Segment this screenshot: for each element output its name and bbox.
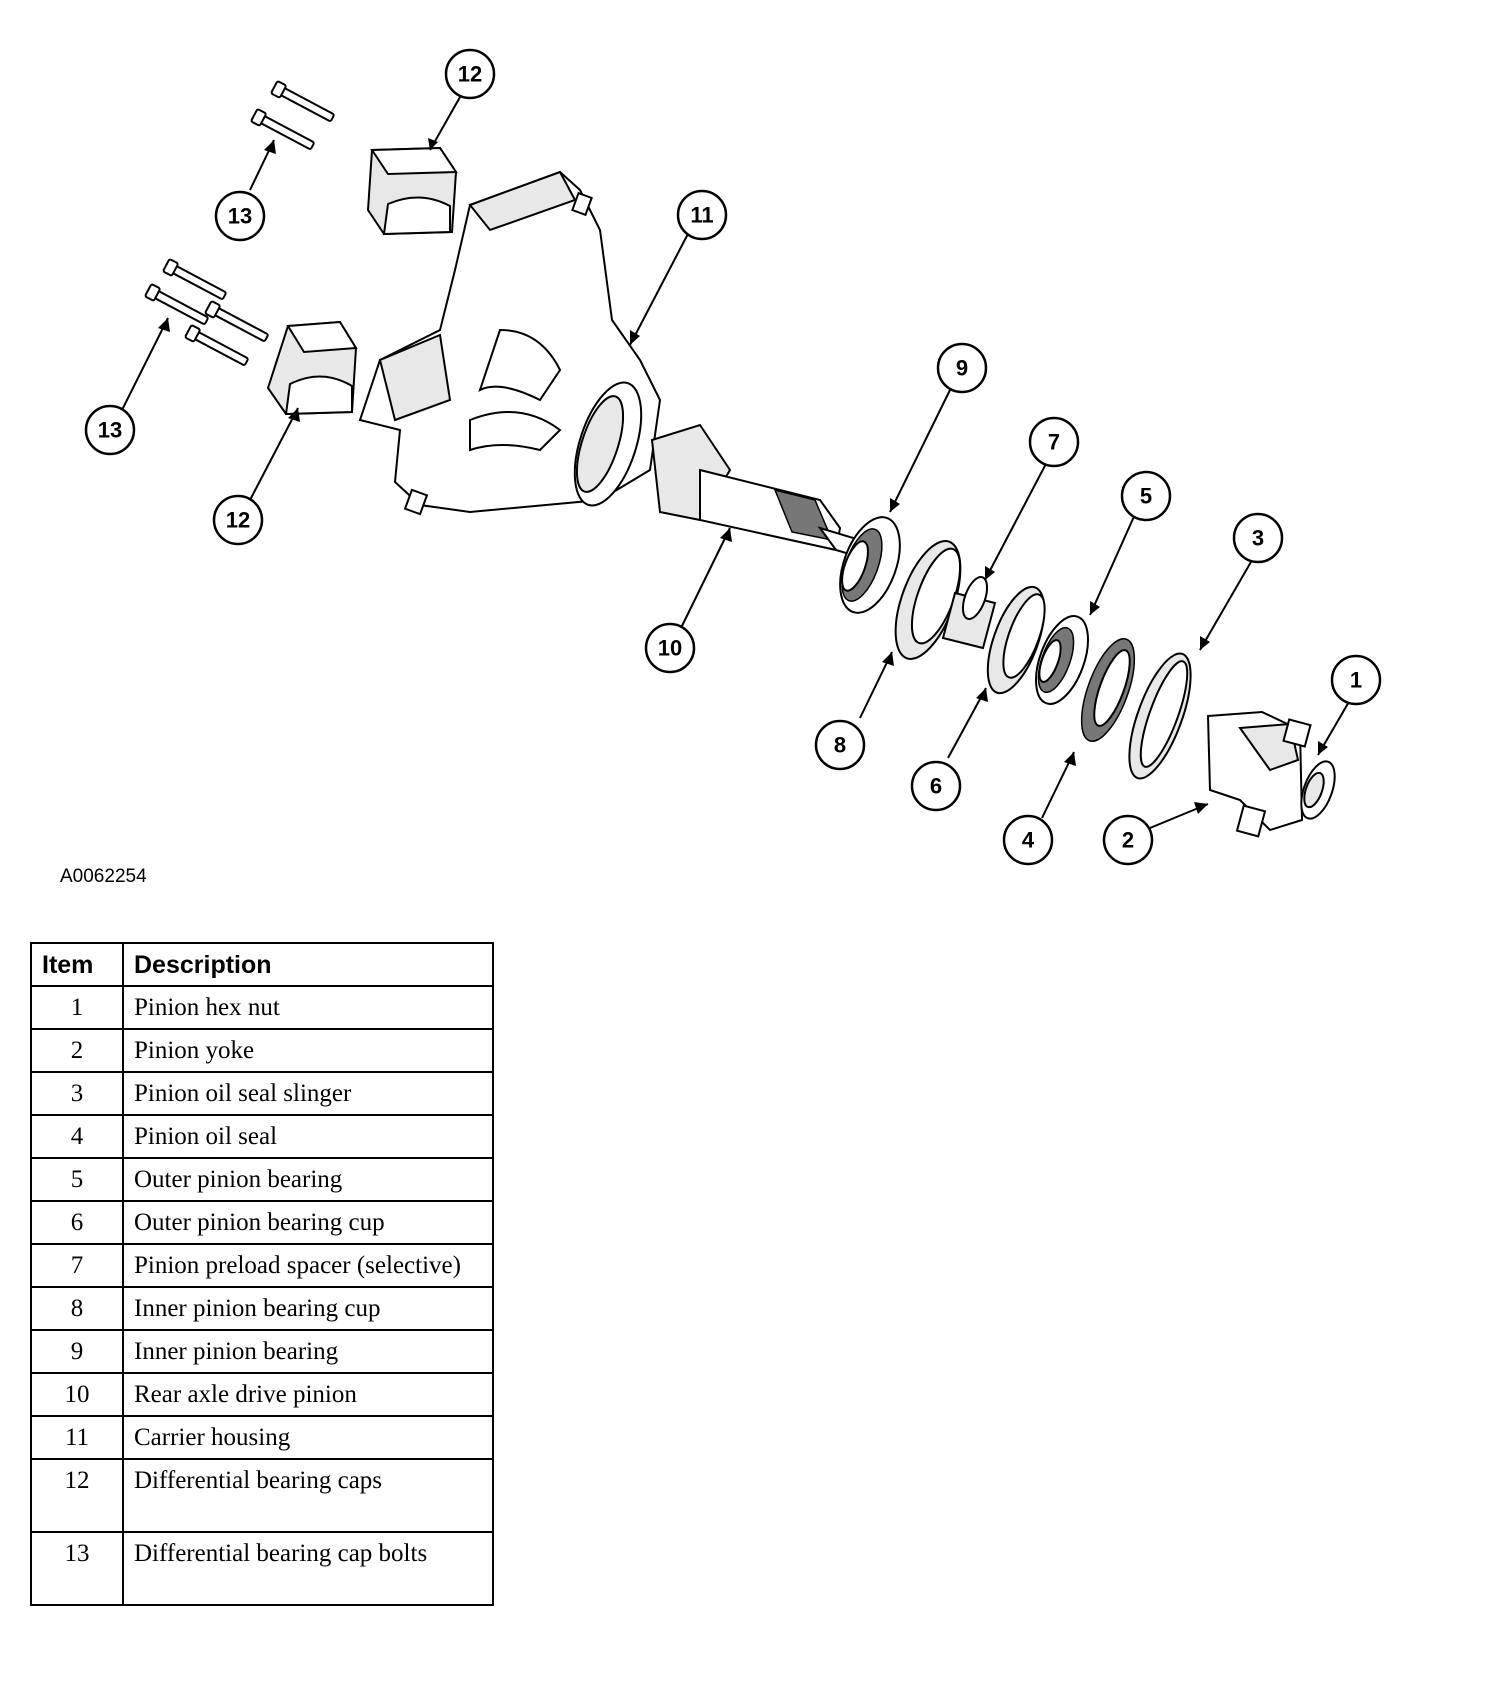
item-number: 5 [30, 1157, 124, 1202]
svg-text:7: 7 [1048, 430, 1060, 455]
bearing-cap-upper [366, 146, 458, 236]
pinion-yoke [1206, 710, 1312, 838]
item-number: 11 [30, 1415, 124, 1460]
item-description: Rear axle drive pinion [122, 1372, 494, 1417]
item-description: Pinion hex nut [122, 985, 494, 1030]
callout-10: 10 [644, 622, 696, 674]
svg-text:1: 1 [1350, 668, 1362, 693]
oil-seal-slinger [1128, 652, 1192, 780]
carrier-housing [358, 170, 662, 516]
item-description: Inner pinion bearing [122, 1329, 494, 1374]
item-number: 4 [30, 1114, 124, 1159]
callout-12-top: 12 [444, 48, 496, 100]
header-item: Item [30, 942, 124, 987]
svg-text:8: 8 [834, 733, 846, 758]
svg-text:11: 11 [690, 203, 713, 228]
item-number: 13 [30, 1531, 124, 1606]
item-description: Inner pinion bearing cup [122, 1286, 494, 1331]
cap-bolts-upper [250, 80, 335, 150]
svg-text:4: 4 [1022, 828, 1035, 853]
svg-text:6: 6 [930, 774, 942, 799]
cap-bolts-lower [144, 258, 269, 366]
pinion-hex-nut [1300, 760, 1336, 820]
svg-text:13: 13 [98, 418, 122, 443]
callout-13-bottom: 13 [84, 404, 136, 456]
callout-11: 11 [676, 189, 728, 241]
item-description: Pinion oil seal slinger [122, 1071, 494, 1116]
callout-4: 4 [1002, 814, 1054, 866]
header-description: Description [122, 942, 494, 987]
callout-13-top: 13 [214, 190, 266, 242]
item-description: Differential bearing caps [122, 1458, 494, 1533]
item-description: Pinion preload spacer (selective) [122, 1243, 494, 1288]
callout-8: 8 [814, 719, 866, 771]
item-number: 10 [30, 1372, 124, 1417]
callout-12-bottom: 12 [212, 494, 264, 546]
callout-5: 5 [1120, 470, 1172, 522]
item-number: 6 [30, 1200, 124, 1245]
svg-text:2: 2 [1122, 828, 1134, 853]
drive-pinion [650, 423, 862, 558]
svg-text:12: 12 [458, 62, 482, 87]
table-header-row: Item Description [30, 942, 494, 987]
outer-bearing-cup [986, 585, 1046, 695]
callout-9: 9 [936, 342, 988, 394]
item-description: Differential bearing cap bolts [122, 1531, 494, 1606]
callout-1: 1 [1330, 654, 1382, 706]
inner-pinion-bearing [839, 516, 901, 614]
inner-bearing-cup [894, 540, 962, 660]
callout-2: 2 [1102, 814, 1154, 866]
callout-6: 6 [910, 760, 962, 812]
svg-text:10: 10 [658, 636, 682, 661]
preload-spacer [941, 576, 997, 650]
item-number: 2 [30, 1028, 124, 1073]
svg-text:13: 13 [228, 204, 252, 229]
item-description: Carrier housing [122, 1415, 494, 1460]
outer-pinion-bearing [1035, 615, 1089, 705]
figure-id: A0062254 [60, 866, 147, 887]
item-description: Pinion oil seal [122, 1114, 494, 1159]
item-number: 8 [30, 1286, 124, 1331]
item-description: Pinion yoke [122, 1028, 494, 1073]
item-description: Outer pinion bearing cup [122, 1200, 494, 1245]
callout-7: 7 [1028, 416, 1080, 468]
item-description: Outer pinion bearing [122, 1157, 494, 1202]
callout-3: 3 [1232, 512, 1284, 564]
exploded-view-diagram: 12 13 11 13 12 10 9 7 5 3 1 8 6 4 2 [84, 48, 1382, 866]
leader-lines [121, 89, 1351, 829]
svg-text:9: 9 [956, 356, 968, 381]
item-number: 1 [30, 985, 124, 1030]
svg-text:12: 12 [226, 508, 250, 533]
svg-text:3: 3 [1252, 526, 1264, 551]
item-number: 12 [30, 1458, 124, 1533]
item-number: 7 [30, 1243, 124, 1288]
bearing-cap-lower [266, 320, 358, 416]
item-number: 3 [30, 1071, 124, 1116]
item-number: 9 [30, 1329, 124, 1374]
svg-text:5: 5 [1140, 484, 1152, 509]
pinion-oil-seal [1080, 638, 1136, 742]
